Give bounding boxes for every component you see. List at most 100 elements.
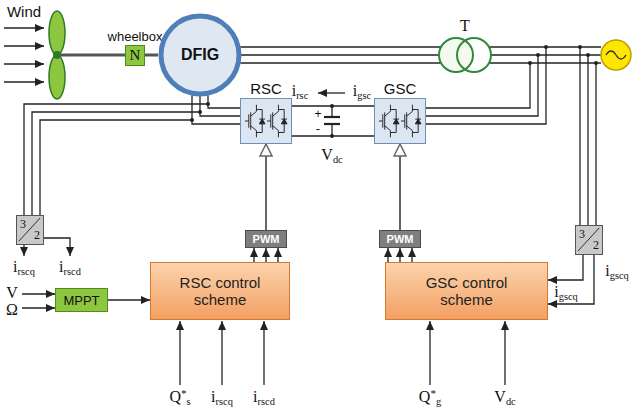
connector: [254, 248, 278, 262]
node-outline: [438, 37, 492, 73]
connector: [240, 47, 441, 63]
converter-box: RSC: [240, 98, 292, 144]
wire: [277, 248, 278, 262]
node-text: 2: [34, 228, 40, 243]
subscript: s: [187, 396, 191, 407]
subscript: gscq: [610, 270, 629, 281]
signal-name: Q*s: [169, 388, 190, 406]
connector: [266, 144, 267, 230]
wire: [240, 62, 441, 63]
wire: [108, 299, 150, 300]
node-text: PWM: [387, 233, 414, 245]
signal-name: irscq: [211, 388, 233, 406]
transformer-symbol: T: [438, 37, 492, 73]
subscript: dc: [333, 154, 343, 165]
subscript: rsc: [296, 90, 308, 101]
wire: [200, 96, 240, 116]
symbol: V: [321, 146, 333, 163]
wire: [265, 144, 267, 230]
wire: [253, 248, 254, 262]
transform-box: 32: [16, 215, 44, 245]
wire: [411, 248, 412, 262]
gearbox-box: wheelboxN: [125, 45, 145, 66]
subscript: g: [436, 396, 441, 407]
control-box: GSC control scheme: [385, 262, 548, 320]
connector: [145, 55, 158, 56]
signal-name: Vdc: [494, 388, 515, 406]
subscript: rscd: [258, 396, 275, 407]
polarity-mark: -: [316, 121, 320, 136]
connector: [548, 255, 594, 304]
signal-name: Vdc: [321, 146, 342, 164]
node-text: N: [130, 47, 141, 64]
node-text: 3: [579, 227, 585, 242]
node-heading: wheelbox: [108, 29, 163, 44]
symbol: i: [211, 388, 215, 405]
symbol: i: [292, 82, 296, 99]
superscript: *: [181, 387, 187, 399]
connector: [388, 248, 412, 262]
subscript: rscd: [64, 266, 81, 277]
signal-name: irscd: [253, 388, 275, 406]
connector: [108, 300, 150, 301]
wire: [240, 46, 441, 47]
wire: [265, 248, 266, 262]
signal-name: irscq: [13, 258, 35, 276]
pwm-box: PWM: [245, 230, 287, 248]
mppt-box: MPPT: [55, 288, 108, 312]
node-text: PWM: [253, 233, 280, 245]
turbine-rotor: [49, 11, 125, 99]
control-box: RSC control scheme: [150, 262, 290, 320]
node-heading: RSC: [250, 80, 282, 97]
symbol: Q: [419, 388, 431, 405]
symbol: i: [353, 82, 357, 99]
subscript: gsc: [357, 90, 371, 101]
wire: [548, 255, 594, 304]
node-outline: [375, 99, 425, 143]
connector: [400, 144, 401, 230]
node-outline: [241, 99, 291, 143]
connector: [548, 255, 583, 280]
symbol: V: [494, 388, 506, 405]
signal-name: igscq: [554, 283, 578, 301]
wire: [241, 54, 439, 55]
subscript: rscq: [18, 266, 35, 277]
wire: [387, 248, 388, 262]
subscript: dc: [506, 396, 516, 407]
signal-name: Q*g: [419, 388, 441, 406]
symbol: i: [59, 258, 63, 275]
node-text: GSC control scheme: [412, 274, 522, 308]
subscript: gscq: [559, 291, 578, 302]
wire: [548, 255, 583, 280]
wire: [399, 248, 400, 262]
node-heading: GSC: [384, 80, 417, 97]
node-heading: T: [460, 17, 470, 35]
signal-name: V: [6, 284, 18, 302]
grid-wires: [22, 47, 601, 385]
signal-name: Ω: [6, 301, 18, 319]
superscript: *: [430, 387, 436, 399]
wind-arrows: [4, 28, 44, 82]
signal-name: irscd: [59, 258, 81, 276]
wire: [208, 95, 240, 108]
transform-box: 32: [575, 225, 603, 255]
connector: [192, 95, 240, 124]
symbol: i: [13, 258, 17, 275]
pwm-box: PWM: [379, 230, 421, 248]
wire: [292, 135, 374, 136]
node-text: 3: [20, 217, 26, 232]
node-text: DFIG: [181, 46, 219, 64]
signal-name: irsc: [292, 82, 309, 100]
wire: [399, 144, 401, 230]
symbol: i: [605, 262, 609, 279]
wire: [145, 54, 158, 57]
signal-name: igsc: [353, 82, 371, 100]
wire: [192, 95, 240, 124]
symbol: i: [554, 283, 558, 300]
node-text: RSC control scheme: [165, 274, 275, 308]
grid-source: [601, 40, 631, 70]
subscript: rscq: [216, 396, 233, 407]
signal-name: igscq: [605, 262, 629, 280]
converter-box: GSC: [374, 98, 426, 144]
